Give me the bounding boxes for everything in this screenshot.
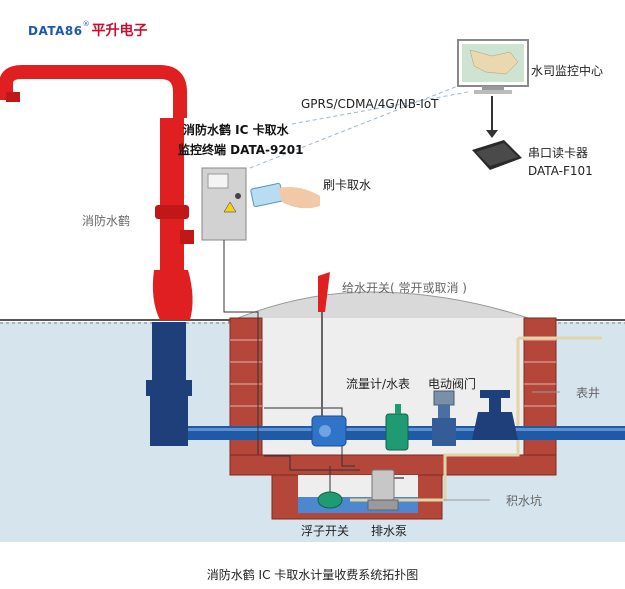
label-card-reader-line1: 串口读卡器 [528, 146, 589, 160]
ic-card-swipe [250, 182, 320, 209]
label-sump: 积水坑 [506, 494, 543, 508]
label-flowmeter: 流量计/水表 [346, 377, 411, 391]
card-reader-device [472, 140, 522, 170]
label-terminal-line1: 消防水鹤 IC 卡取水 [183, 123, 289, 137]
label-water-supply-switch: 给水开关( 常开或取消 ) [342, 281, 467, 295]
label-leader-lines [444, 391, 560, 501]
label-fire-crane: 消防水鹤 [82, 214, 131, 228]
diagram-caption: 消防水鹤 IC 卡取水计量收费系统拓扑图 [206, 568, 419, 582]
label-swipe-card: 刷卡取水 [323, 178, 372, 192]
label-drain-pump: 排水泵 [371, 524, 408, 538]
electric-valve [432, 390, 456, 446]
label-monitoring-center: 水司监控中心 [531, 64, 604, 78]
flowmeter-body [311, 415, 347, 447]
logo-registered-mark: ® [82, 20, 90, 28]
ground-mound [227, 291, 541, 323]
drain-pump [367, 469, 404, 511]
label-terminal-line2: 监控终端 DATA-9201 [178, 143, 304, 157]
label-card-reader-line2: DATA-F101 [528, 164, 593, 178]
water-supply-switch [318, 272, 330, 420]
label-meter-well: 表井 [576, 386, 601, 400]
terminal-signal-cable [223, 240, 259, 455]
company-logo: DATA86®平升电子 [28, 20, 148, 40]
monitoring-center-monitor [457, 39, 529, 94]
monitoring-terminal-box [201, 167, 247, 241]
float-switch [317, 466, 343, 509]
label-electric-valve: 电动阀门 [428, 377, 477, 391]
logo-brand: DATA86 [28, 24, 83, 38]
gate-valve [472, 390, 518, 440]
fire-water-crane [0, 65, 194, 446]
label-network: GPRS/CDMA/4G/NB-IoT [301, 97, 439, 111]
label-float-switch: 浮子开关 [301, 524, 350, 538]
water-meter [385, 404, 409, 451]
logo-company-name: 平升电子 [91, 23, 148, 39]
